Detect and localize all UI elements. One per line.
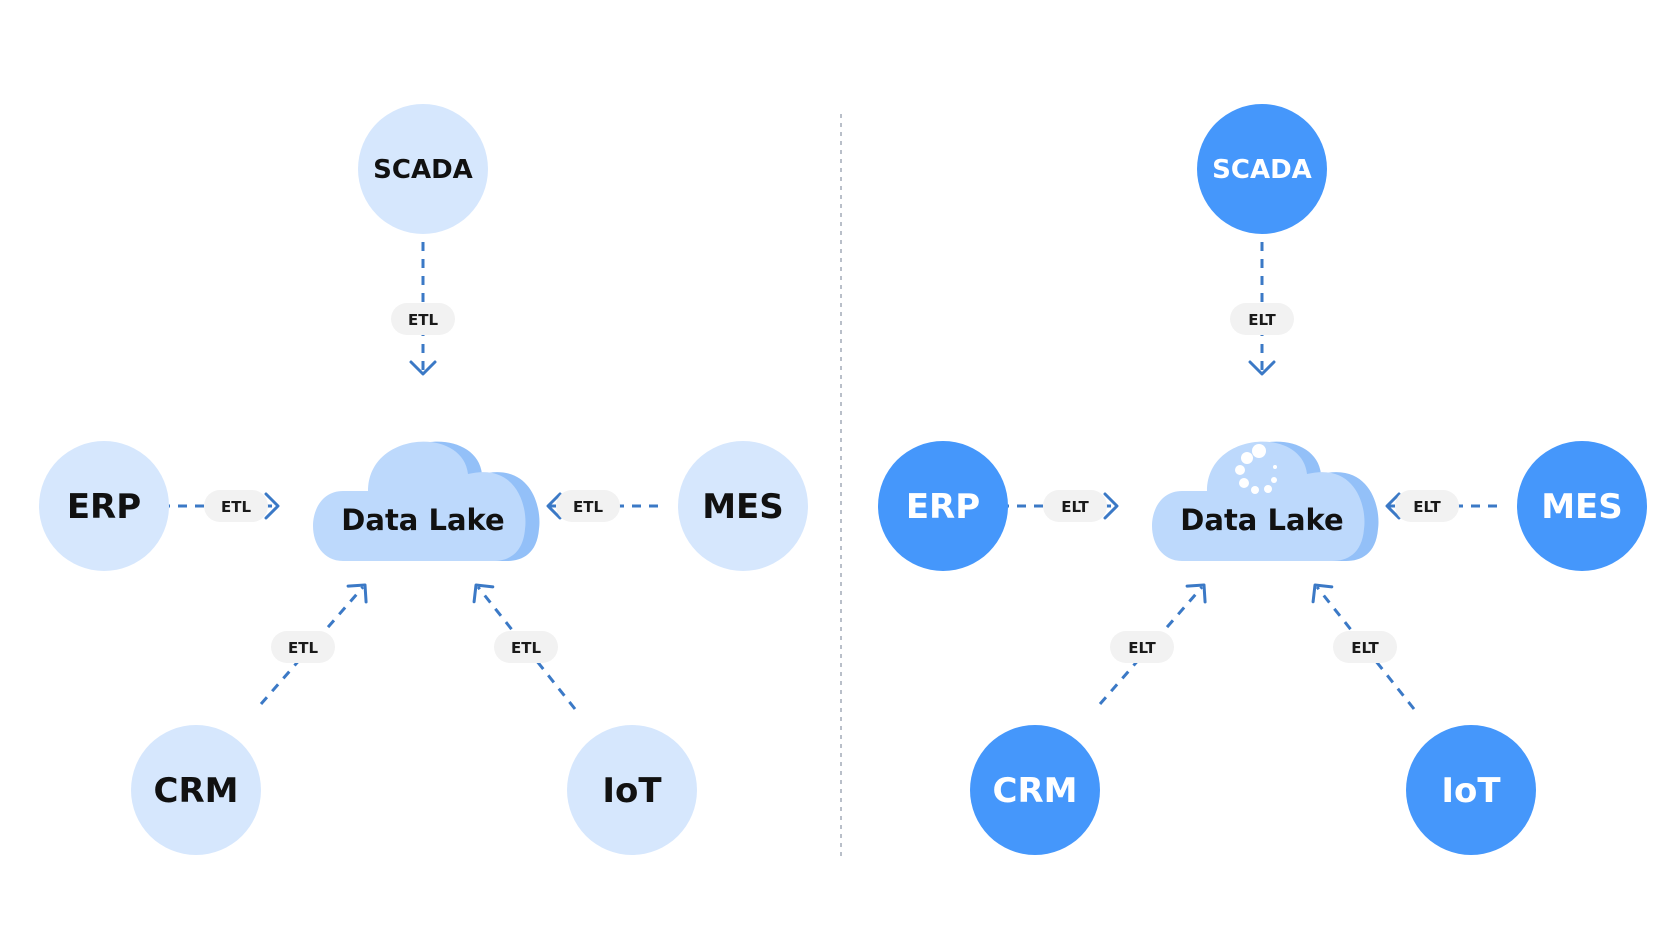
source-node-label: ERP: [906, 487, 980, 527]
source-node-label: CRM: [154, 771, 239, 811]
source-node-circle: [1197, 104, 1327, 234]
process-label: ELT: [1333, 631, 1397, 663]
process-label: ETL: [391, 303, 455, 335]
data-lake-label: Data Lake: [1180, 503, 1343, 537]
source-node-circle: [1406, 725, 1536, 855]
source-iot: ETL IoT: [472, 583, 697, 855]
process-label-text: ETL: [288, 639, 318, 657]
source-node-label: ERP: [67, 487, 141, 527]
data-lake-label: Data Lake: [341, 503, 504, 537]
arrow-head-icon: [1103, 492, 1119, 520]
source-node-circle: [1517, 441, 1647, 571]
source-node-label: SCADA: [1212, 155, 1312, 185]
source-erp: ETL ERP: [39, 441, 280, 571]
cloud-icon: [313, 441, 526, 561]
process-label: ETL: [556, 490, 620, 522]
source-node-circle: [567, 725, 697, 855]
process-label: ELT: [1110, 631, 1174, 663]
arrow-head-icon: [346, 583, 368, 604]
arrow-head-icon: [1248, 360, 1276, 376]
source-node-label: IoT: [1441, 771, 1501, 811]
data-lake-hub: Data Lake: [1152, 441, 1379, 561]
source-node-label: MES: [1541, 487, 1623, 527]
process-label: ETL: [204, 490, 268, 522]
source-node-circle: [131, 725, 261, 855]
source-mes: ETL MES: [546, 441, 808, 571]
process-label-text: ETL: [573, 498, 603, 516]
source-mes: ELT MES: [1385, 441, 1647, 571]
connector-line: [259, 586, 365, 705]
process-label: ETL: [271, 631, 335, 663]
connector-line: [476, 586, 577, 710]
source-scada: ELT SCADA: [1197, 104, 1327, 376]
process-label: ELT: [1395, 490, 1459, 522]
arrow-head-icon: [1311, 583, 1334, 604]
loading-spinner-icon: [1235, 444, 1277, 494]
process-label-text: ETL: [221, 498, 251, 516]
source-crm: ELT CRM: [970, 583, 1207, 855]
source-erp: ELT ERP: [878, 441, 1119, 571]
source-node-label: MES: [702, 487, 784, 527]
elt-panel: ELT SCADA ELT ERP ELT MES ELT CRM ELT IoT Data Lak…: [878, 104, 1647, 855]
source-node-circle: [878, 441, 1008, 571]
arrow-head-icon: [1185, 583, 1207, 604]
arrow-head-icon: [409, 360, 437, 376]
arrow-head-icon: [472, 583, 495, 604]
process-label-text: ELT: [1128, 639, 1156, 657]
process-label-text: ELT: [1413, 498, 1441, 516]
source-crm: ETL CRM: [131, 583, 368, 855]
process-label: ELT: [1230, 303, 1294, 335]
process-label-text: ELT: [1351, 639, 1379, 657]
source-scada: ETL SCADA: [358, 104, 488, 376]
process-label-text: ELT: [1248, 311, 1276, 329]
source-node-label: SCADA: [373, 155, 473, 185]
source-iot: ELT IoT: [1311, 583, 1536, 855]
process-label-text: ETL: [511, 639, 541, 657]
process-label: ETL: [494, 631, 558, 663]
source-node-circle: [970, 725, 1100, 855]
source-node-circle: [678, 441, 808, 571]
connector-line: [1098, 586, 1204, 705]
process-label-text: ETL: [408, 311, 438, 329]
data-lake-hub: Data Lake: [313, 441, 540, 561]
source-node-label: IoT: [602, 771, 662, 811]
process-label-text: ELT: [1061, 498, 1089, 516]
process-label: ELT: [1043, 490, 1107, 522]
arrow-head-icon: [264, 492, 280, 520]
arrow-head-icon: [546, 492, 562, 520]
etl-panel: ETL SCADA ETL ERP ETL MES ETL CRM ETL IoT Data Lak…: [39, 104, 808, 855]
connector-line: [1315, 586, 1416, 710]
source-node-circle: [358, 104, 488, 234]
source-node-label: CRM: [993, 771, 1078, 811]
cloud-icon: [1152, 441, 1365, 561]
arrow-head-icon: [1385, 492, 1401, 520]
source-node-circle: [39, 441, 169, 571]
